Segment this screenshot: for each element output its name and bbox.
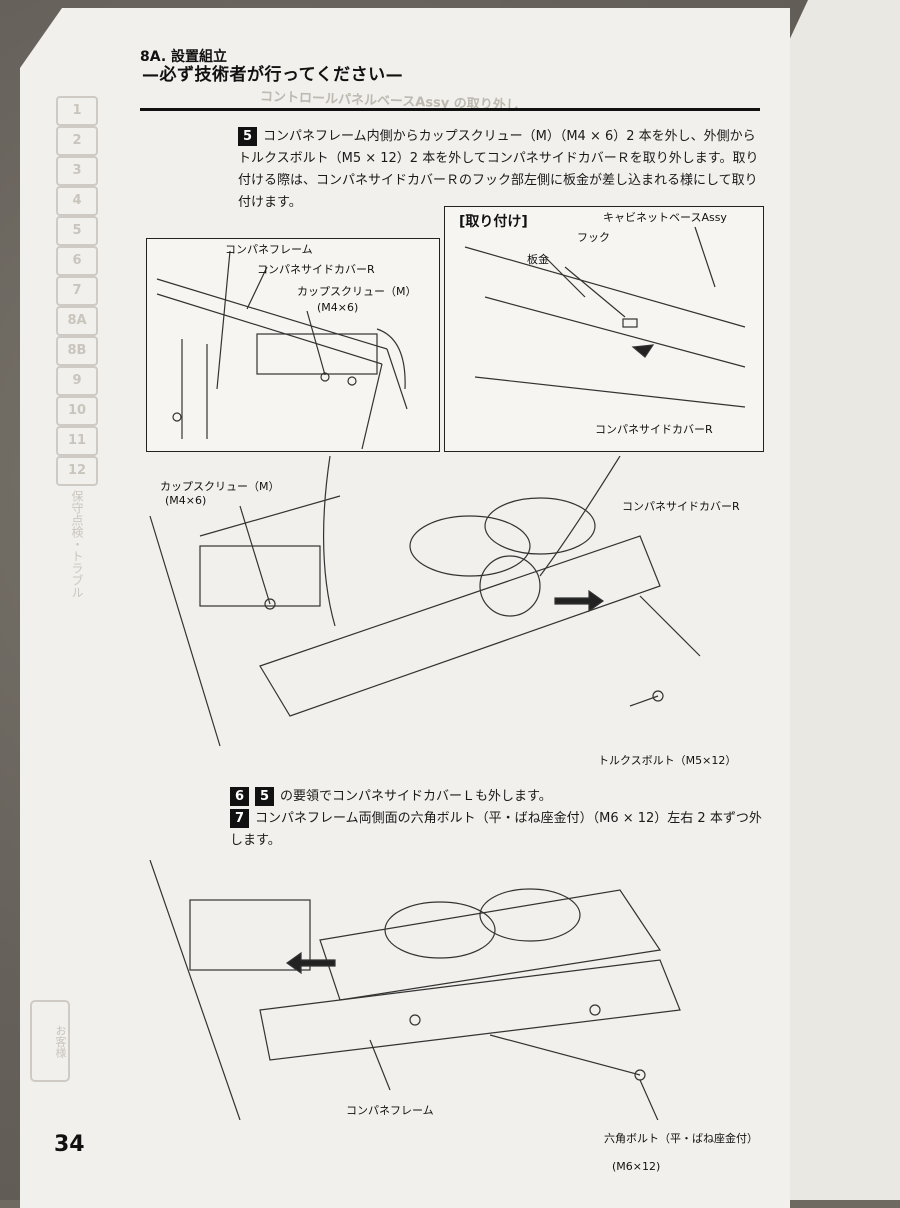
- bottom-tab: お客様: [30, 1000, 70, 1082]
- side-tab: 2: [56, 126, 98, 156]
- adjacent-page: [780, 0, 900, 1200]
- side-tab: 8B: [56, 336, 98, 366]
- step-text: コンパネフレーム内側からカップスクリュー（M）（M4 × 6）2 本を外し、外側…: [238, 129, 759, 210]
- illustration-frame-bolts: [149, 860, 681, 1120]
- label-install: [取り付け]: [459, 214, 528, 230]
- illustration-side-cover: [149, 456, 701, 747]
- label-hex-bolt-size: (M6×12): [612, 1160, 661, 1173]
- label-side-cover-main: コンパネサイドカバーR: [622, 500, 740, 513]
- side-tab: 3: [56, 156, 98, 186]
- page-number: 34: [54, 1132, 85, 1157]
- subtitle: —必ず技術者が行ってください—: [142, 65, 404, 85]
- side-vertical-text: 保守点検・トラブル: [70, 490, 84, 598]
- label-hook: フック: [577, 231, 610, 244]
- step-number: 7: [230, 809, 249, 828]
- inset-left: コンパネフレーム コンパネサイドカバーR カップスクリュー（M） (M4×6): [146, 238, 440, 452]
- label-side-cover-r: コンパネサイドカバーR: [595, 423, 713, 436]
- label-hex-bolt: 六角ボルト（平・ばね座金付）: [604, 1132, 758, 1145]
- side-tab: 7: [56, 276, 98, 306]
- label-cabinet: キャビネットベースAssy: [603, 211, 727, 224]
- label-cup-screw-main: カップスクリュー（M）: [160, 480, 280, 493]
- side-tab: 5: [56, 216, 98, 246]
- side-tab: 4: [56, 186, 98, 216]
- step-number: 5: [238, 127, 257, 146]
- label-frame-2: コンパネフレーム: [346, 1104, 434, 1117]
- side-tab: 12: [56, 456, 98, 486]
- side-tab: 10: [56, 396, 98, 426]
- step-reference: 5: [255, 787, 274, 806]
- side-tab: 8A: [56, 306, 98, 336]
- label-side-cover: コンパネサイドカバーR: [257, 263, 375, 276]
- side-tab: 9: [56, 366, 98, 396]
- section-header: 8A. 設置組立: [140, 49, 228, 65]
- label-cup-screw-size: (M4×6): [317, 301, 359, 314]
- side-tab: 11: [56, 426, 98, 456]
- label-torx-bolt: トルクスボルト（M5×12）: [598, 754, 737, 767]
- label-cup-screw-main-size: (M4×6): [165, 494, 207, 507]
- side-tab: 1: [56, 96, 98, 126]
- label-frame: コンパネフレーム: [225, 243, 313, 256]
- step-text: の要領でコンパネサイドカバーＬも外します。: [280, 789, 552, 804]
- inset-right: [取り付け] キャビネットベースAssy フック 板金 コンパネサイドカバーR: [444, 206, 764, 452]
- step-number: 6: [230, 787, 249, 806]
- side-tab: 6: [56, 246, 98, 276]
- label-cup-screw: カップスクリュー（M）: [297, 285, 417, 298]
- label-plate: 板金: [527, 253, 549, 266]
- header-rule: [140, 108, 760, 111]
- step-text: コンパネフレーム両側面の六角ボルト（平・ばね座金付）（M6 × 12）左右 2 …: [230, 811, 762, 848]
